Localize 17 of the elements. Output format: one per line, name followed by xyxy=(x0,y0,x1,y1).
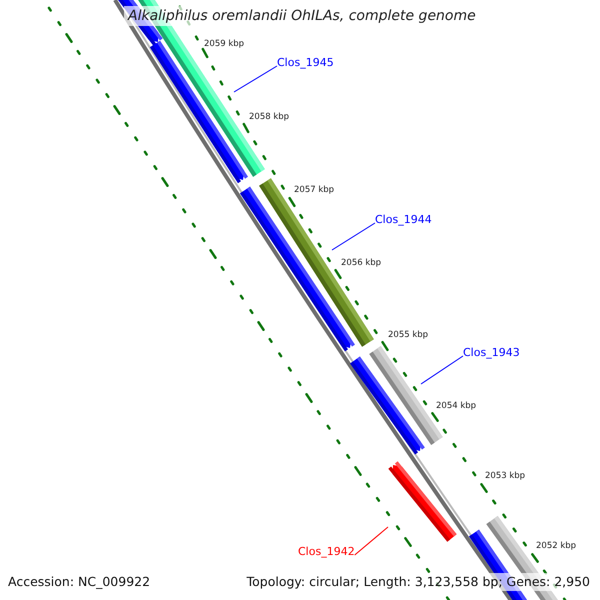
position-label: 2054 kbp xyxy=(436,401,476,412)
gene-label: Clos_1945 xyxy=(277,56,334,69)
genome-summary: Topology: circular; Length: 3,123,558 bp; Genes: 2,950 xyxy=(244,573,592,591)
position-label: 2059 kbp xyxy=(204,39,244,50)
leader-line xyxy=(234,66,278,92)
position-label: 2053 kbp xyxy=(485,471,526,482)
leader-line xyxy=(354,526,388,556)
position-label: 2052 kbp xyxy=(536,541,576,552)
position-label: 2056 kbp xyxy=(341,258,382,269)
leader-line xyxy=(332,222,376,250)
position-label: 2055 kbp xyxy=(388,330,428,341)
gene-label: Clos_1943 xyxy=(463,346,520,359)
leader-line xyxy=(420,356,464,384)
gene-label: Clos_1942 xyxy=(298,545,355,558)
position-label: 2058 kbp xyxy=(249,112,290,123)
position-label: 2057 kbp xyxy=(294,185,334,196)
gene-label: Clos_1944 xyxy=(375,213,432,226)
